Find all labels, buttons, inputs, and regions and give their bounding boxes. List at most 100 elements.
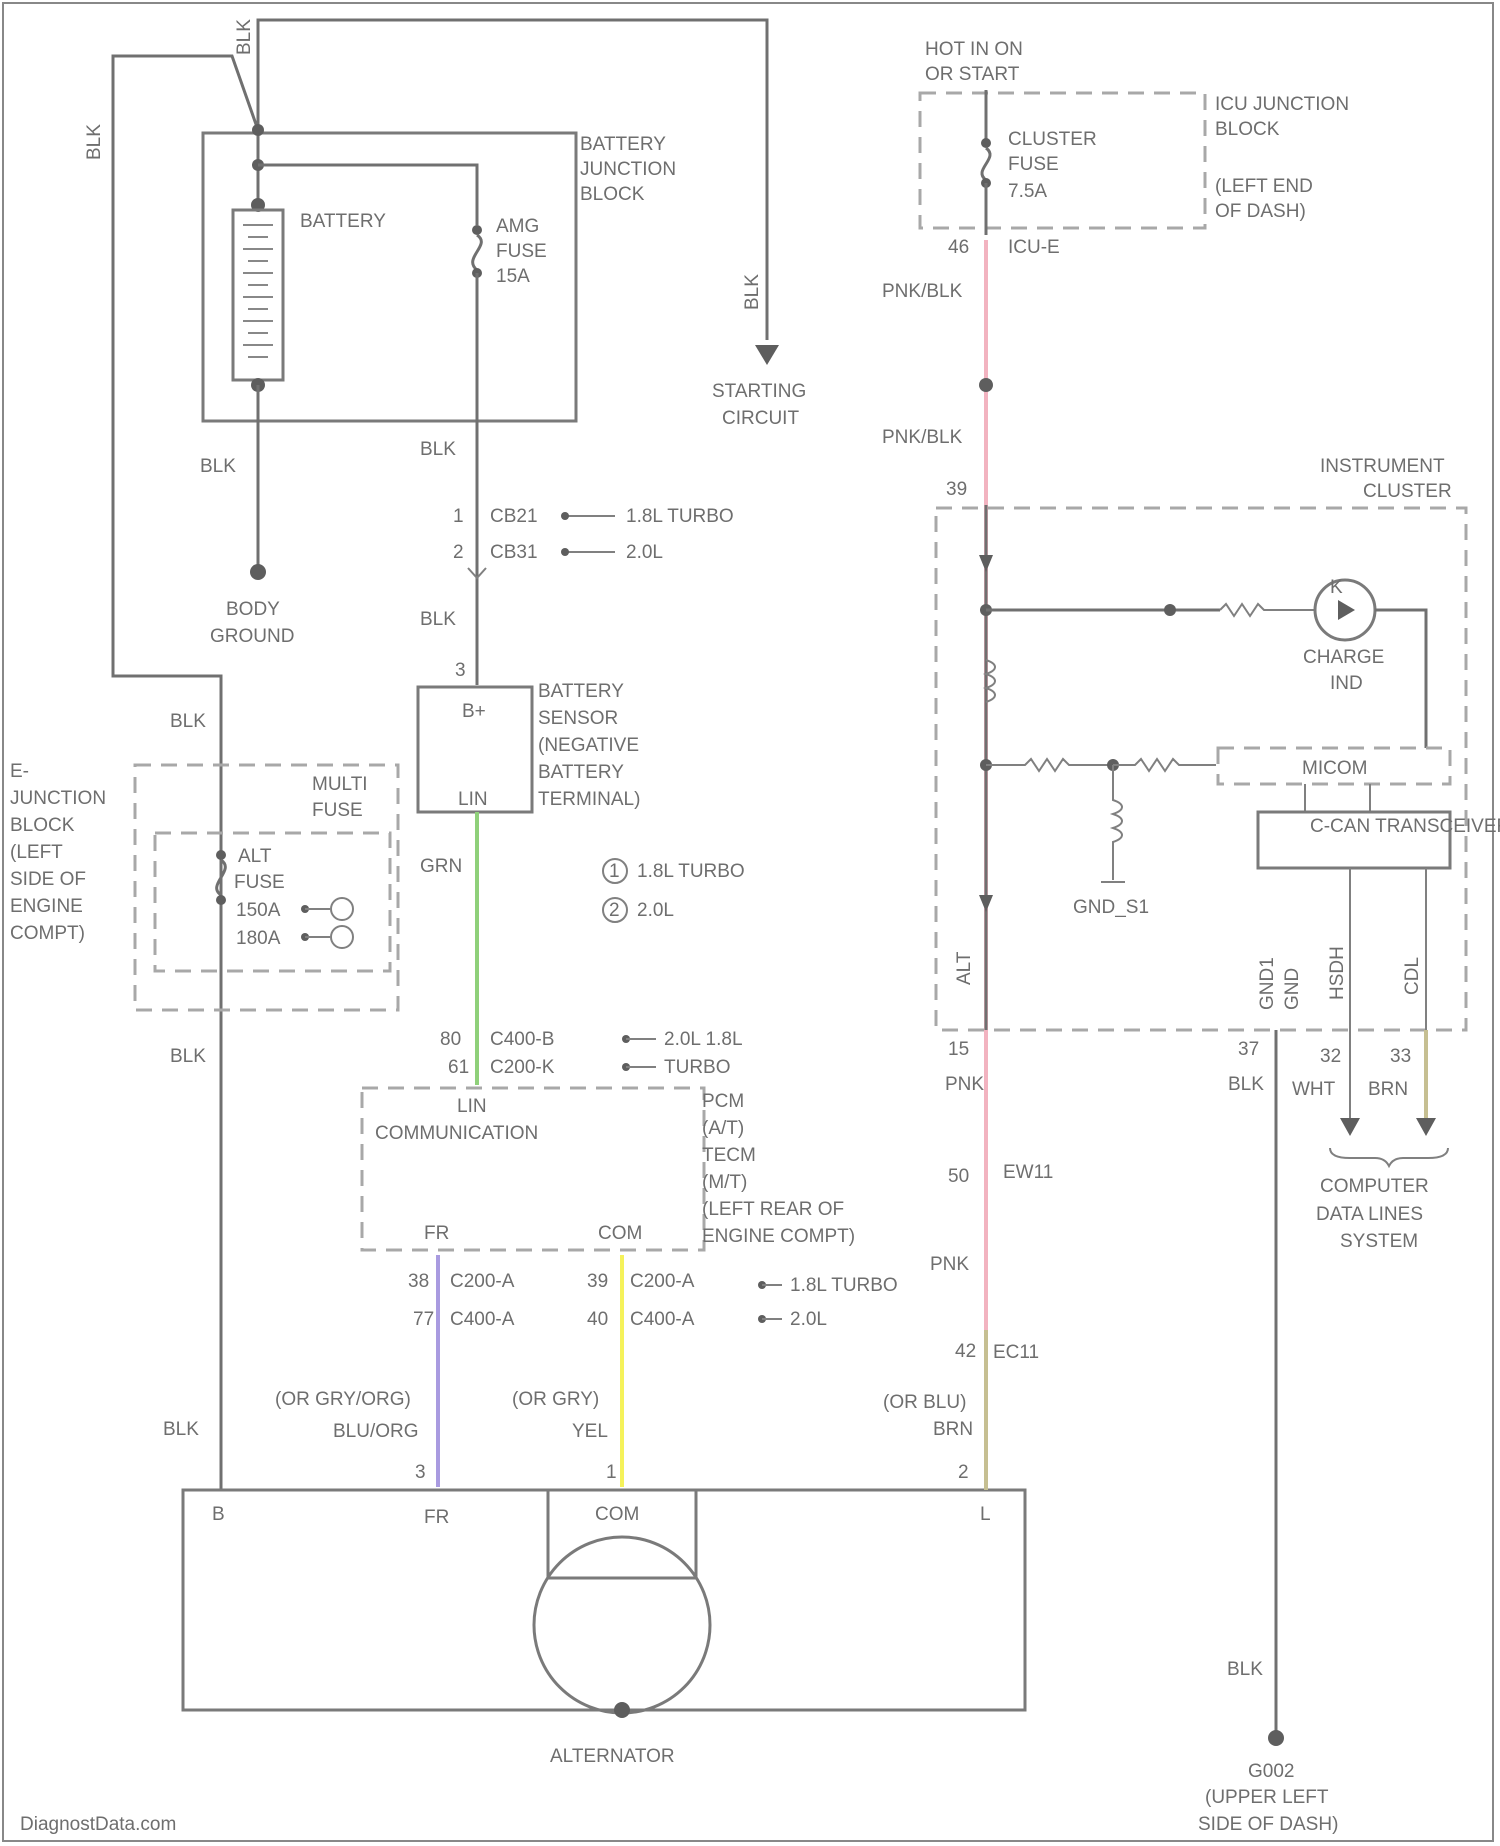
g002-label-1: G002 [1248, 1761, 1294, 1782]
pin33-label: 33 [1390, 1046, 1411, 1067]
pin1-wire-label-2: BRN [933, 1419, 973, 1440]
amg-fuse-label-2: FUSE [496, 241, 547, 262]
cb-conn-1: CB21 [490, 506, 538, 527]
icu-jb-label-2: BLOCK [1215, 119, 1280, 140]
pnk-label-1: PNK [945, 1074, 984, 1095]
blk-label-upper: BLK [170, 711, 206, 732]
node [216, 850, 226, 860]
battery-sensor-label-2: SENSOR [538, 708, 618, 729]
alt-box-b: B [212, 1504, 225, 1525]
cdl-vertical-label: CDL [1402, 957, 1423, 995]
hsdh-vertical-label: HSDH [1327, 946, 1348, 1000]
node [252, 124, 264, 136]
e-jb-label-7: COMPT) [10, 923, 85, 944]
amg-fuse-icon [473, 235, 482, 270]
grn-label: GRN [420, 856, 462, 877]
pcm-box [362, 1088, 704, 1250]
pcm-label-5: (LEFT REAR OF [702, 1199, 844, 1220]
com-pin-1: 39 [587, 1271, 608, 1292]
alt-pin-3: 3 [415, 1462, 426, 1483]
starting-circuit-wire [258, 20, 767, 340]
wht-label: WHT [1292, 1079, 1336, 1100]
com-pin-2: 40 [587, 1309, 608, 1330]
fr-conn-2: C400-A [450, 1309, 515, 1330]
resistor-icon-1 [1220, 604, 1315, 616]
ccan-label: C-CAN TRANSCEIVER [1310, 816, 1500, 837]
pin39-label: 39 [946, 479, 967, 500]
e-jb-label-2: JUNCTION [10, 788, 106, 809]
fr-wire-label-2: BLU/ORG [333, 1421, 419, 1442]
instrument-cluster-box [936, 508, 1466, 1030]
instrument-cluster-label-2: CLUSTER [1363, 481, 1452, 502]
blk-vertical-label-2: BLK [234, 19, 255, 55]
cb-pin-2: 2 [453, 542, 464, 563]
node [981, 138, 991, 148]
g002-label-2: (UPPER LEFT [1205, 1787, 1329, 1808]
cb-conn-2: CB31 [490, 542, 538, 563]
pcm-label-6: ENGINE COMPT) [702, 1226, 855, 1247]
fr-note-2: 2.0L [790, 1309, 827, 1330]
alt-fuse-label-3: 150A [236, 900, 281, 921]
icu-loc-label-1: (LEFT END [1215, 176, 1313, 197]
computer-data-label-2: DATA LINES [1316, 1204, 1423, 1225]
pin-lin-label: LIN [458, 789, 488, 810]
starting-label-1: STARTING [712, 381, 806, 402]
amg-fuse-label-3: 15A [496, 266, 530, 287]
blk-label-cb: BLK [420, 609, 456, 630]
icu-loc-label-2: OF DASH) [1215, 201, 1306, 222]
fr-conn-1: C200-A [450, 1271, 515, 1292]
alt-fuse-label-1: ALT [238, 846, 272, 867]
e-jb-label-1: E- [10, 761, 29, 782]
e-jb-label-3: BLOCK [10, 815, 75, 836]
pcm-com-label: COM [598, 1223, 642, 1244]
lin-comm-label-1: LIN [457, 1096, 487, 1117]
cb-note-2: 2.0L [626, 542, 663, 563]
resistor-icon-3 [1113, 759, 1216, 771]
node [216, 895, 226, 905]
com-wire-label-2: YEL [572, 1421, 608, 1442]
g002-label-3: SIDE OF DASH) [1198, 1814, 1338, 1835]
starting-arrow [755, 345, 779, 365]
body-ground-label-1: BODY [226, 599, 280, 620]
e-jb-label-5: SIDE OF [10, 869, 86, 890]
battery-symbol [233, 210, 283, 380]
computer-data-label-3: SYSTEM [1340, 1231, 1418, 1252]
down-arrow-1 [979, 555, 993, 572]
hot-label-2: OR START [925, 64, 1020, 85]
com-conn-2: C400-A [630, 1309, 695, 1330]
g002-ground-icon [1268, 1730, 1284, 1746]
gnd-s1-label: GND_S1 [1073, 897, 1149, 918]
alt-vertical-label: ALT [954, 951, 975, 985]
pcm-label-4: (M/T) [702, 1172, 747, 1193]
legend-num-2: 2 [609, 900, 620, 921]
node [561, 512, 569, 520]
blk-label-gnd: BLK [1228, 1074, 1264, 1095]
node [561, 548, 569, 556]
pin37-label: 37 [1238, 1039, 1259, 1060]
fr-note-1: 1.8L TURBO [790, 1275, 898, 1296]
alternator-label: ALTERNATOR [550, 1746, 675, 1767]
c-pin-2: 61 [448, 1057, 469, 1078]
pcm-label-1: PCM [702, 1091, 744, 1112]
gnd1-vertical-label: GND1 [1257, 957, 1278, 1010]
e-jb-label-4: (LEFT [10, 842, 63, 863]
data-arrow-2 [1416, 1118, 1436, 1136]
node [614, 1702, 630, 1718]
blk-label-lower: BLK [163, 1419, 199, 1440]
computer-data-label-1: COMPUTER [1320, 1176, 1429, 1197]
cb-pin-1: 1 [453, 506, 464, 527]
alt-box-com: COM [595, 1504, 639, 1525]
node [1164, 604, 1176, 616]
ew11-pin: 50 [948, 1166, 969, 1187]
battery-label: BATTERY [300, 211, 386, 232]
icu-pin: 46 [948, 237, 969, 258]
blk-label-ground: BLK [200, 456, 236, 477]
alt-box-l: L [980, 1504, 991, 1525]
legend-text-1: 1.8L TURBO [637, 861, 745, 882]
fr-wire-label-1: (OR GRY/ORG) [275, 1389, 411, 1410]
pnk-label-2: PNK [930, 1254, 969, 1275]
blk-label-mid: BLK [170, 1046, 206, 1067]
pcm-label-2: (A/T) [702, 1118, 744, 1139]
fr-pin-1: 38 [408, 1271, 429, 1292]
